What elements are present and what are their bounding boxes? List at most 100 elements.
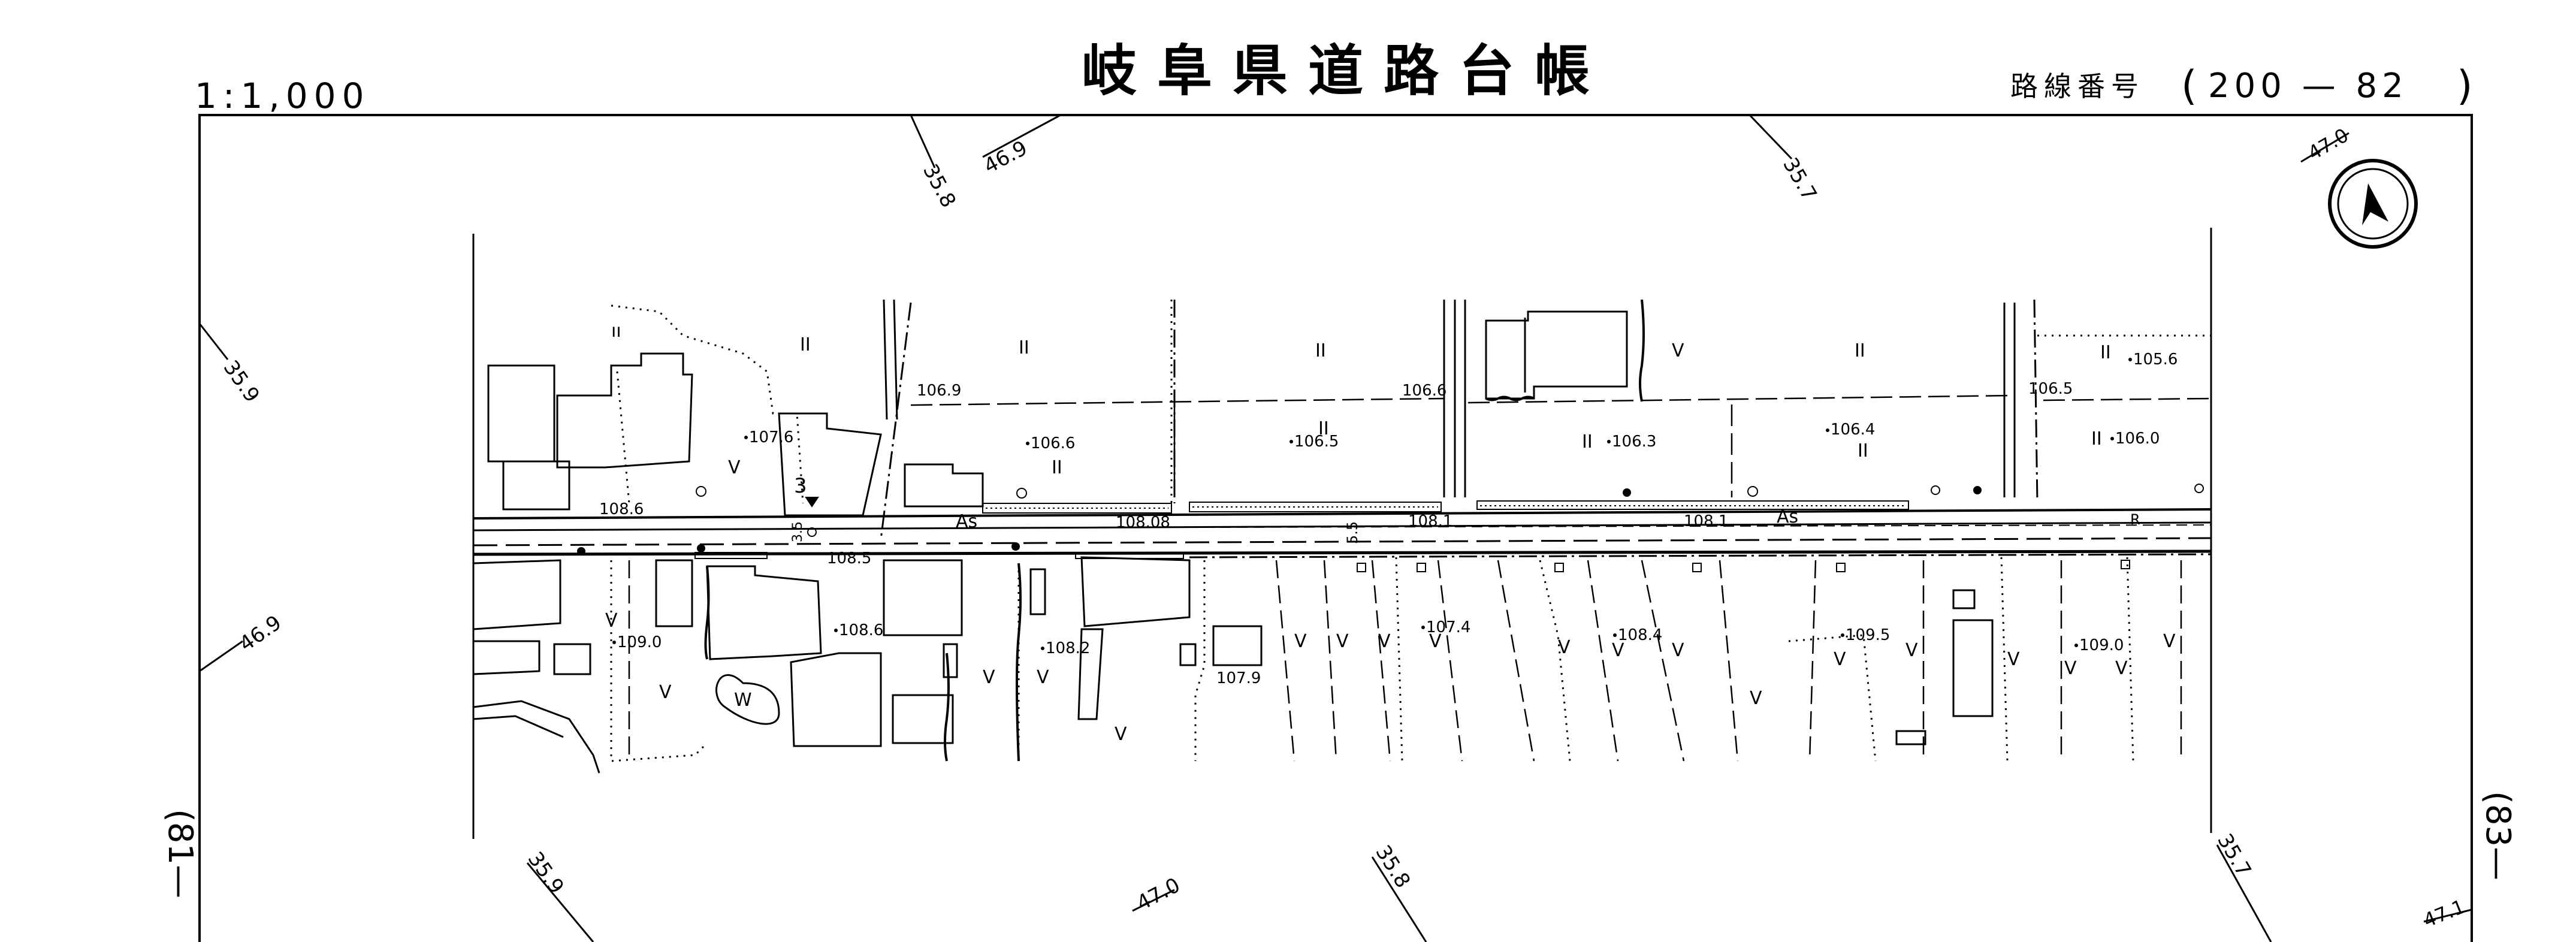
parcel-dashed-lines-north xyxy=(910,394,2212,497)
parcel-dotted-lines xyxy=(610,300,2211,762)
elevation-labels: 106.9 107.6 106.6 106.5 106.6 106.3 106.… xyxy=(599,351,2178,687)
grid-label-top-right: 47.0 xyxy=(2304,123,2352,165)
rice-field-symbol: II xyxy=(1582,431,1593,452)
elevation-label: 107.9 xyxy=(1216,669,1261,687)
elevation-label: 108.6 xyxy=(599,500,644,518)
grid-label-bottom-d: 35.7 xyxy=(2212,830,2255,881)
elevation-label: 109.0 xyxy=(2079,636,2124,654)
dry-field-symbol: V xyxy=(1672,640,1684,661)
elevation-label: 106.0 xyxy=(2115,430,2160,448)
grid-lines xyxy=(198,114,2472,942)
elevation-label: 108.1 xyxy=(1684,512,1728,530)
dry-field-symbol: V xyxy=(659,682,672,703)
dry-field-symbol: V xyxy=(728,457,741,478)
catch-basins xyxy=(1357,560,2130,572)
boundary-dashdot-lines xyxy=(880,299,2212,558)
elevation-label: 106.6 xyxy=(1402,382,1446,400)
dry-field-symbol: V xyxy=(2007,649,2020,670)
grid-label-bottom-b: 47.0 xyxy=(1133,873,1184,916)
grid-label-top-b: 46.9 xyxy=(980,136,1031,179)
left-sheet-label: (81— xyxy=(161,809,200,898)
north-drains xyxy=(883,299,2016,497)
rice-field-symbol: II xyxy=(1019,337,1029,358)
grid-label-left-upper: 35.9 xyxy=(219,356,264,407)
right-sheet-label: (83— xyxy=(2478,791,2517,880)
rice-field-symbol: II xyxy=(1318,418,1329,439)
grid-label-top-a: 35.8 xyxy=(918,160,961,212)
elevation-label: 106.5 xyxy=(2028,380,2073,398)
dry-field-symbol: V xyxy=(2064,658,2077,679)
elevation-label: 108.1 xyxy=(1408,512,1452,530)
rice-field-symbol: II xyxy=(1052,457,1062,478)
road-width-label: 5.5 xyxy=(1344,521,1361,544)
rice-field-symbol: II xyxy=(2091,428,2102,449)
dry-field-symbol: V xyxy=(1294,631,1307,652)
elevation-label: 108.6 xyxy=(839,621,883,639)
route-number-value: 200 — 82 xyxy=(2208,67,2408,105)
scale-label: 1:1,000 xyxy=(195,76,370,116)
dry-field-symbol: V xyxy=(1115,724,1127,745)
elevation-label: 109.0 xyxy=(617,633,662,651)
elevation-label: 108.5 xyxy=(827,550,871,567)
grid-label-top-c: 35.7 xyxy=(1778,154,1821,206)
sheet-title: 岐阜県道路台帳 xyxy=(1082,39,1610,103)
elevation-points xyxy=(612,358,2132,650)
elevation-label: 106.9 xyxy=(917,382,961,400)
elevation-label: 108.2 xyxy=(1046,639,1090,657)
elevation-label: 106.5 xyxy=(1294,433,1339,451)
dry-field-symbol: V xyxy=(1905,640,1918,661)
parcel-dashed-lines-south xyxy=(628,560,2182,762)
land-use-symbols: II II II II II II II II II II ıı V V V V… xyxy=(605,321,2176,745)
dry-field-symbol: V xyxy=(1750,688,1762,709)
dry-field-symbol: V xyxy=(2163,631,2176,652)
dry-field-symbol: V xyxy=(1336,631,1349,652)
elevation-label: 106.6 xyxy=(1031,434,1075,452)
buildings-north xyxy=(487,310,1628,517)
route-number-open-paren: ( xyxy=(2181,62,2197,110)
route-number-close-paren: ) xyxy=(2457,62,2473,110)
road-end-mark: R xyxy=(2130,511,2140,528)
buildings-south xyxy=(472,556,1994,774)
pavement-type-label: As xyxy=(956,511,977,532)
dry-field-symbol: V xyxy=(1612,640,1624,661)
rice-field-symbol: II xyxy=(2100,342,2111,363)
drawing-area-borders xyxy=(472,228,2212,839)
grid-label-left-lower: 46.9 xyxy=(235,611,286,656)
elevation-label: 109.5 xyxy=(1846,626,1890,644)
dry-field-symbol: V xyxy=(983,667,995,688)
rice-field-symbol: II xyxy=(800,334,811,355)
elevation-label: 107.4 xyxy=(1426,618,1470,636)
north-arrow-icon xyxy=(2328,159,2418,249)
orchard-symbol: ıı xyxy=(611,321,621,342)
dry-field-symbol: V xyxy=(1672,340,1684,361)
grid-label-bottom-a: 35.9 xyxy=(523,847,569,898)
elevation-label: 105.6 xyxy=(2133,351,2178,369)
fence-lines xyxy=(704,299,1645,762)
elevation-label: 106.3 xyxy=(1612,433,1656,451)
road-markers xyxy=(577,484,2204,555)
grid-label-bottom-c: 35.8 xyxy=(1370,841,1415,892)
dry-field-symbol: V xyxy=(1378,631,1391,652)
dry-field-symbol: V xyxy=(1834,649,1846,670)
elevation-label: 106.4 xyxy=(1831,421,1875,439)
road-lines xyxy=(473,508,2212,556)
road-width-label: 3.5 xyxy=(790,521,805,542)
dry-field-symbol: V xyxy=(1037,667,1049,688)
grid-label-bottom-right: 47.1 xyxy=(2420,895,2468,932)
dry-field-symbol: V xyxy=(2115,658,2128,679)
rice-field-symbol: II xyxy=(1858,440,1868,461)
water-mark: W xyxy=(734,690,752,711)
elevation-label: 107.6 xyxy=(749,428,793,446)
dry-field-symbol: V xyxy=(1558,637,1571,658)
rice-field-symbol: II xyxy=(1855,340,1865,361)
elevation-label: 108.08 xyxy=(1116,514,1170,532)
road-marker-number: 3 xyxy=(794,474,807,498)
dry-field-symbol: V xyxy=(605,610,618,631)
rice-field-symbol: II xyxy=(1315,340,1326,361)
route-number-label: 路線番号 xyxy=(2010,70,2145,102)
dry-field-symbol: V xyxy=(1429,631,1442,652)
map-frame xyxy=(198,114,2473,942)
elevation-label: 108.4 xyxy=(1618,626,1662,644)
